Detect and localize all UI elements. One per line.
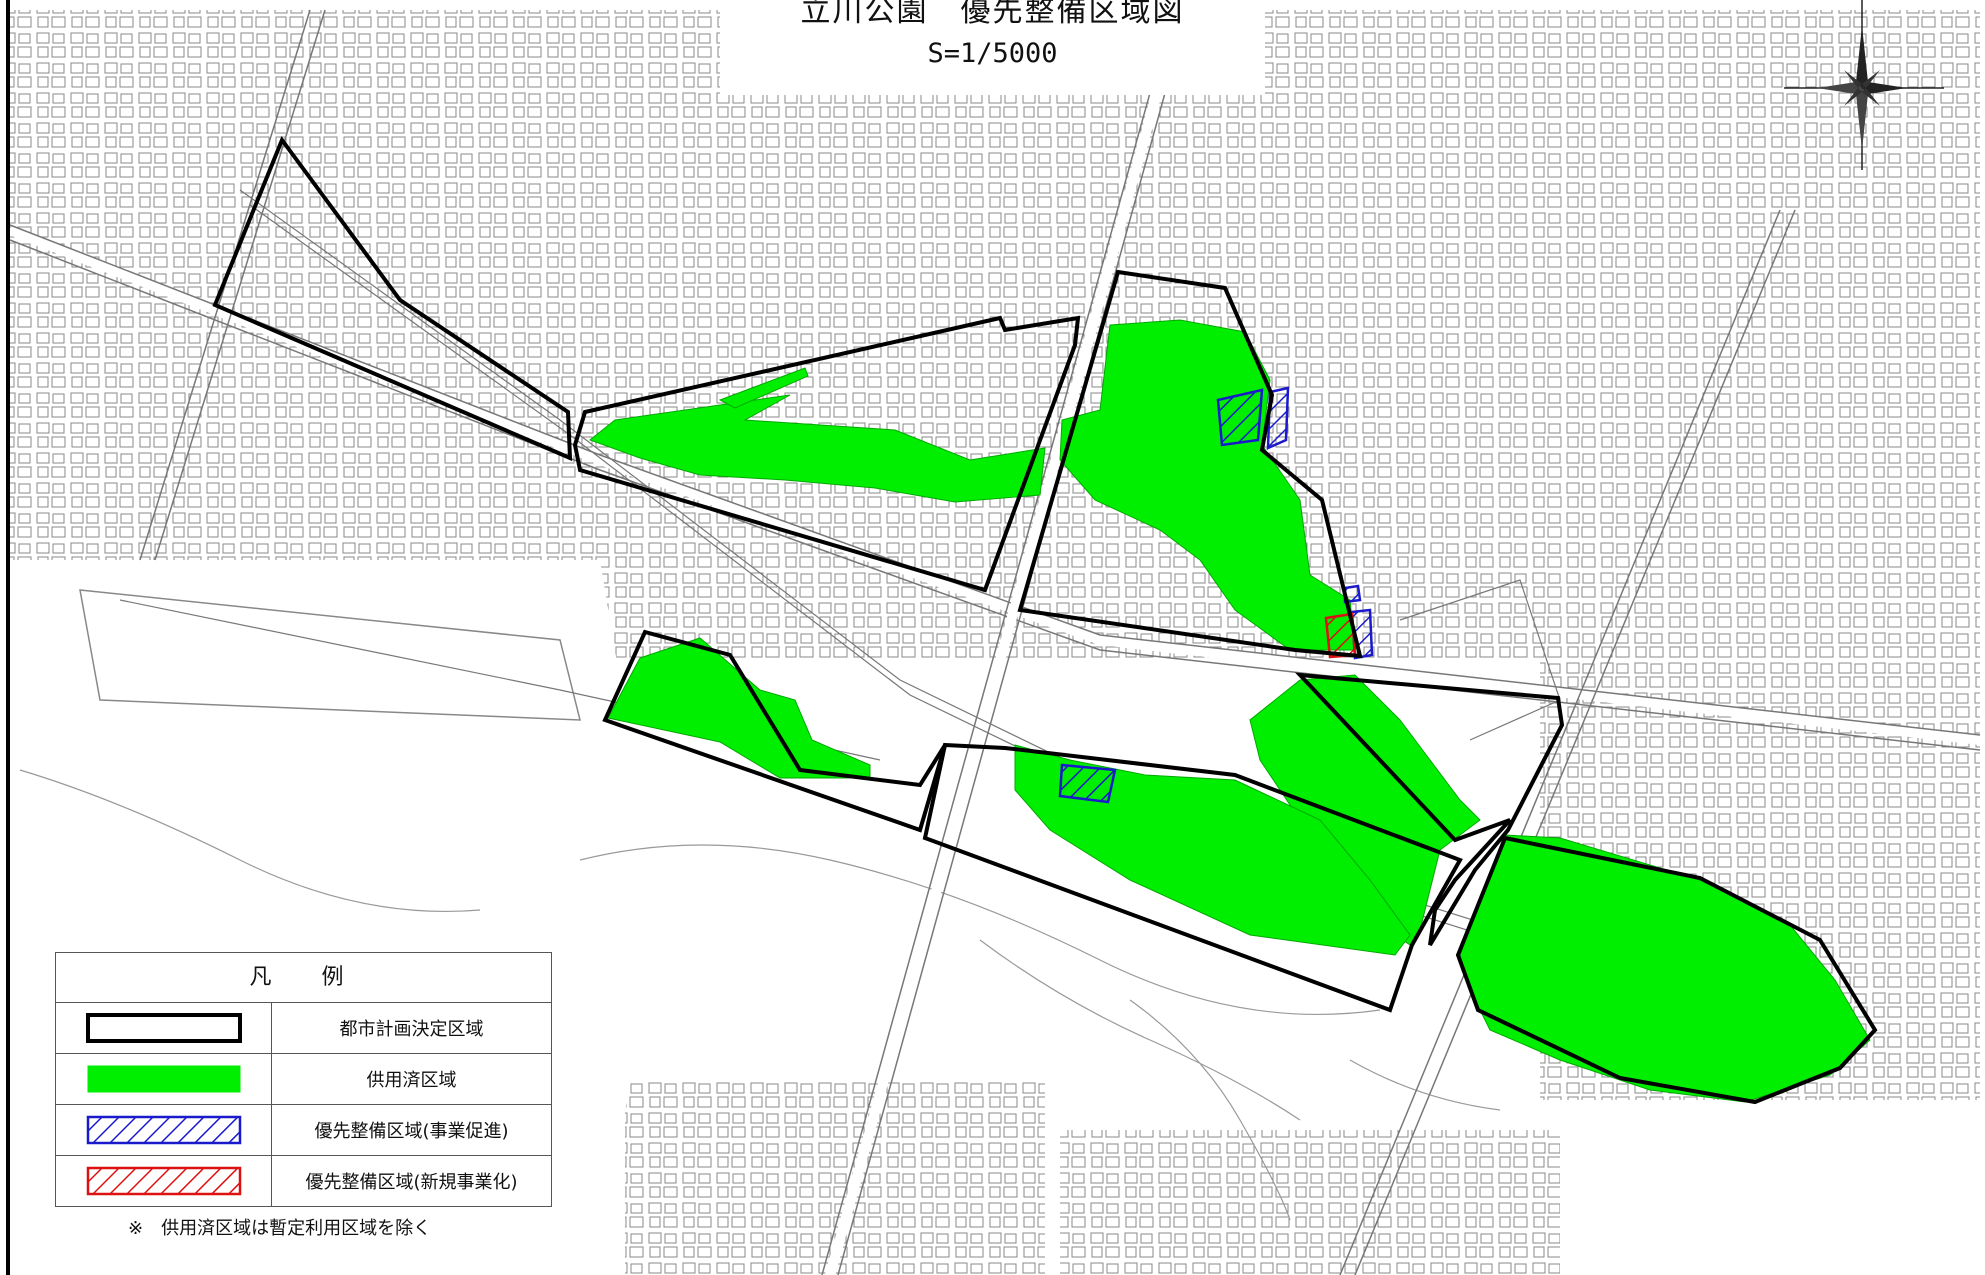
map-title: 立川公園 優先整備区域図 <box>800 0 1185 29</box>
legend-label: 優先整備区域(新規事業化) <box>305 1172 518 1193</box>
red-hatch-swatch-icon <box>56 1156 272 1206</box>
compass-star-icon <box>1784 0 1944 170</box>
title-block: 立川公園 優先整備区域図 S=1/5000 <box>720 0 1265 95</box>
legend-heading: 凡 例 <box>56 953 551 1003</box>
legend: 凡 例 都市計画決定区域 供用済区域 優先整備区域(事業促進) 優先整備区域(新… <box>55 952 552 1207</box>
in-service-areas <box>588 319 1871 1103</box>
priority-area-promotion <box>1266 386 1290 450</box>
basemap-urban <box>10 10 1980 1275</box>
legend-item-priority-promotion: 優先整備区域(事業促進) <box>56 1105 551 1156</box>
legend-item-boundary: 都市計画決定区域 <box>56 1003 551 1054</box>
blue-hatch-swatch-icon <box>56 1105 272 1155</box>
map-frame <box>6 0 10 1275</box>
legend-label: 供用済区域 <box>366 1070 457 1091</box>
legend-footnote: ※ 供用済区域は暫定利用区域を除く <box>128 1214 432 1240</box>
outline-swatch-icon <box>56 1003 272 1053</box>
legend-label: 都市計画決定区域 <box>339 1019 484 1040</box>
planning-boundary <box>212 135 1878 1105</box>
legend-item-priority-new: 優先整備区域(新規事業化) <box>56 1156 551 1206</box>
green-swatch-icon <box>56 1054 272 1104</box>
map-scale: S=1/5000 <box>927 38 1058 69</box>
legend-label: 優先整備区域(事業促進) <box>314 1121 509 1142</box>
priority-area-promotion <box>1058 763 1117 804</box>
legend-item-in-service: 供用済区域 <box>56 1054 551 1105</box>
priority-area-promotion <box>1216 388 1264 447</box>
priority-areas <box>1058 386 1374 804</box>
